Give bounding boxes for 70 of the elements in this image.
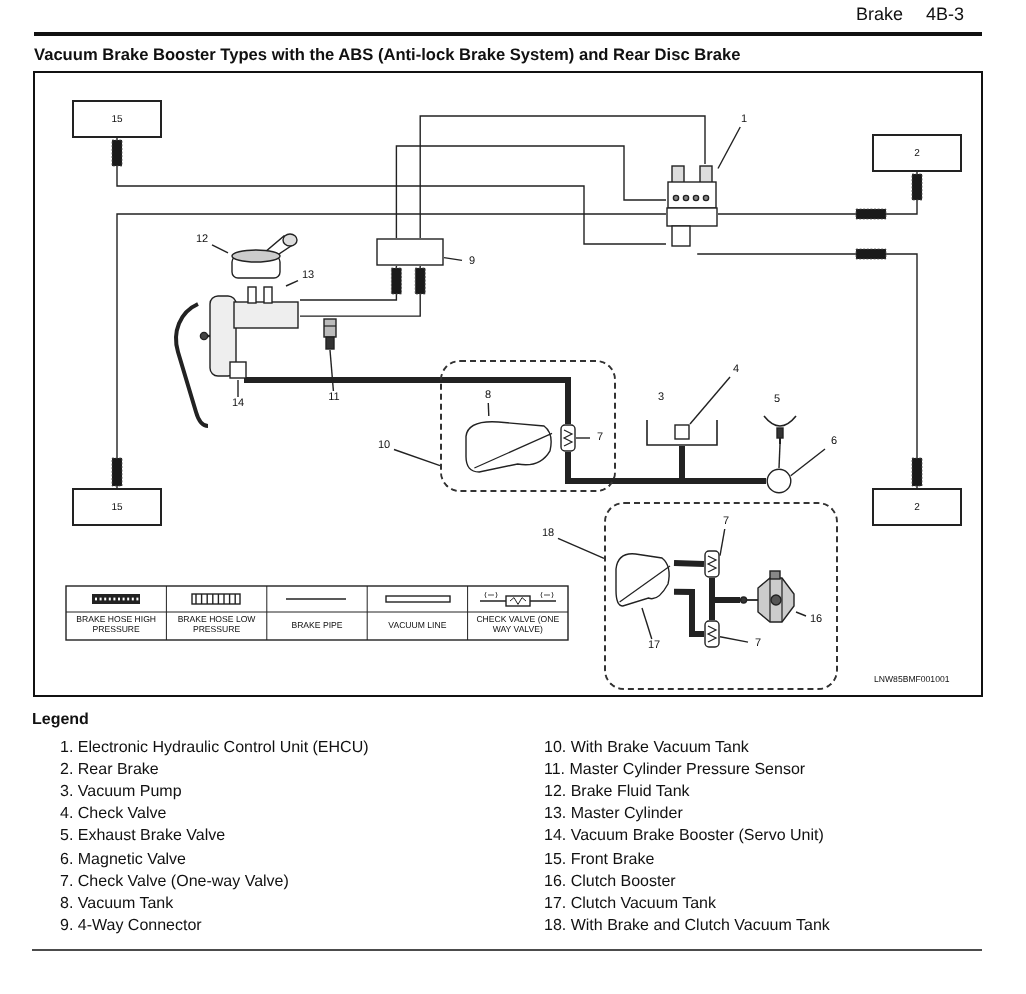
vacuum-tank-drawing [610,548,674,608]
leader-line [557,537,605,560]
leader-line [443,256,463,262]
brake-pipe [419,115,706,239]
leader-line [790,448,826,477]
leader-line [717,126,741,170]
legend-item: 18. With Brake and Clutch Vacuum Tank [544,915,830,934]
check-valve-drawing [704,620,720,648]
vacuum-line [709,597,740,620]
vacuum-line [673,560,705,567]
brake-pipe [299,265,398,301]
component-box [872,134,962,172]
leader-line [237,379,239,398]
connector-block [376,238,444,266]
leader-line [575,437,591,439]
brake-pipe [778,443,781,469]
leader-line [487,402,490,417]
diagram-title: Vacuum Brake Booster Types with the ABS (Anti-lock Brake System) and Rear Disc Brake [34,44,741,64]
legend-item: 7. Check Valve (One-way Valve) [60,871,289,890]
legend-item: 1. Electronic Hydraulic Control Unit (EHCU) [60,738,369,756]
legend-item: 16. Clutch Booster [544,871,676,890]
leader-line [285,279,299,287]
vacuum-line [241,377,571,424]
legend-item: 12. Brake Fluid Tank [544,782,690,801]
leader-line [329,349,335,392]
legend-item: 13. Master Cylinder [544,804,683,823]
component-box [72,100,162,138]
leader-line [719,636,749,643]
fluid-tank-drawing [228,232,300,284]
legend-item: 14. Vacuum Brake Booster (Servo Unit) [544,826,824,845]
component-box [72,488,162,526]
legend-item: 6. Magnetic Valve [60,849,186,867]
brake-pipe [116,213,667,489]
dashed-region [440,360,616,492]
brake-pipe [395,145,667,239]
component-box [872,488,962,526]
dashed-region [604,502,838,690]
leader-line [689,376,731,425]
vacuum-line [673,588,704,637]
check-valve-drawing [560,424,576,452]
check-valve-drawing [674,424,690,440]
legend-item: 8. Vacuum Tank [60,893,174,912]
legend-item: 10. With Brake Vacuum Tank [544,738,749,756]
page-header: 4B-3 [926,4,965,24]
vacuum-line [679,446,766,484]
legend-item: 15. Front Brake [544,849,655,867]
valve-circle [766,468,792,494]
legend-item: 5. Exhaust Brake Valve [60,826,226,845]
pressure-sensor-drawing [322,318,338,350]
legend-item: 11. Master Cylinder Pressure Sensor [544,760,806,779]
exhaust-valve-drawing [762,412,798,444]
legend-item: 2. Rear Brake [60,760,159,779]
legend-item: 4. Check Valve [60,804,167,823]
legend-heading: Legend [32,710,89,728]
leader-line [795,611,807,617]
brake-pipe [299,265,421,317]
page-header: Brake [856,4,904,24]
brake-pipe [696,253,918,489]
check-valve-drawing [704,550,720,578]
brake-pipe [116,137,667,245]
brake-booster-drawing [200,286,300,380]
leader-line [211,244,229,254]
leader-line [641,607,653,640]
leader-line [719,528,726,557]
legend-item: 9. 4-Way Connector [60,915,202,934]
legend-item: 3. Vacuum Pump [60,782,182,801]
leader-line [393,448,441,467]
brake-pipe [717,171,918,215]
legend-item: 17. Clutch Vacuum Tank [544,893,716,912]
vacuum-tank-drawing [460,416,556,474]
